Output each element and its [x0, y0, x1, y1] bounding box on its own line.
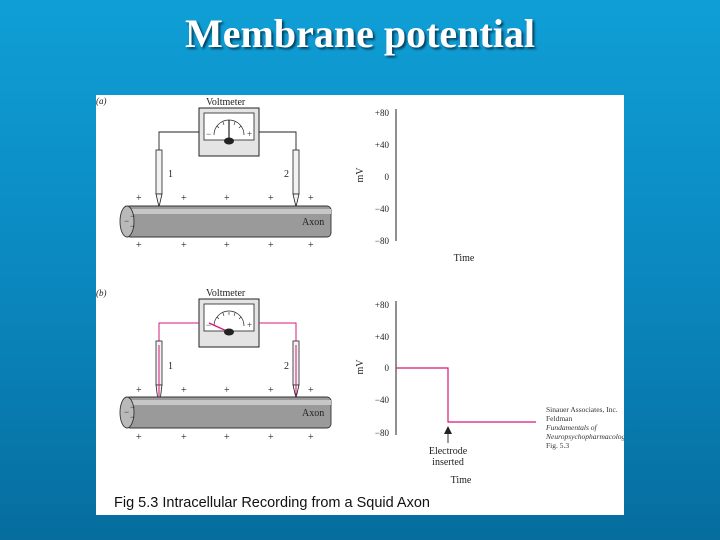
- meter-b-minus: −: [206, 320, 211, 330]
- charge-a-bot-3: +: [224, 240, 230, 251]
- graph-b-y-unit: mV: [355, 359, 366, 375]
- charge-b-bot-4: +: [268, 432, 274, 443]
- inside-b-2: −: [130, 412, 135, 422]
- charge-b-bot-2: +: [181, 432, 187, 443]
- charge-a-bot-4: +: [268, 240, 274, 251]
- electrode-b-2-label: 2: [284, 361, 289, 372]
- wire-b-2: [259, 322, 297, 341]
- wire-b-1: [158, 322, 199, 341]
- inside-b-3: −: [124, 407, 129, 417]
- axon-a-label: Axon: [302, 217, 324, 228]
- inside-a-1: −: [130, 211, 135, 221]
- graph-a-tick-1: +40: [375, 140, 390, 150]
- charge-b-top-5: +: [308, 385, 314, 396]
- axon-b-icon: [119, 396, 332, 429]
- charge-b-top-3: +: [224, 385, 230, 396]
- inside-a-2: −: [130, 221, 135, 231]
- credit-book-2: Neuropsychopharmacology: [545, 432, 624, 441]
- electrode-a-1-label: 1: [168, 169, 173, 180]
- meter-a-minus: −: [206, 129, 211, 139]
- charge-a-bot-2: +: [181, 240, 187, 251]
- axon-a-icon: [119, 205, 332, 238]
- inside-b-1: −: [130, 402, 135, 412]
- charge-a-top-1: +: [136, 193, 142, 204]
- graph-b-tick-1: +40: [375, 332, 390, 342]
- electrode-b-2-icon: [292, 340, 300, 399]
- electrode-inserted-arrow-icon: [444, 426, 452, 443]
- charge-b-top-2: +: [181, 385, 187, 396]
- voltmeter-b-label: Voltmeter: [206, 288, 246, 299]
- panel-a-label: (a): [96, 96, 107, 106]
- graph-a-y-unit: mV: [355, 167, 366, 183]
- figure-caption: Fig 5.3 Intracellular Recording from a S…: [114, 495, 430, 511]
- inside-a-3: −: [124, 216, 129, 226]
- wire-a-1: [158, 131, 199, 150]
- panel-b: (b) Voltmeter − +: [96, 288, 624, 486]
- charge-b-top-4: +: [268, 385, 274, 396]
- electrode-a-1-icon: [155, 149, 163, 208]
- figure-svg: (a) Voltmeter − +: [96, 96, 624, 486]
- electrode-a-2-icon: [292, 149, 300, 208]
- meter-b-plus: +: [247, 320, 252, 330]
- graph-a-tick-3: −40: [375, 204, 390, 214]
- charge-a-bot-1: +: [136, 240, 142, 251]
- graph-a-tick-0: +80: [375, 108, 390, 118]
- graph-b-x-label: Time: [451, 475, 472, 486]
- graph-a-tick-2: 0: [385, 172, 390, 182]
- graph-b-trace: [396, 367, 536, 423]
- credit-publisher: Sinauer Associates, Inc.: [546, 405, 618, 414]
- credit-fig: Fig. 5.3: [546, 441, 569, 450]
- panel-a: (a) Voltmeter − +: [96, 96, 475, 264]
- charge-a-top-2: +: [181, 193, 187, 204]
- graph-a-tick-4: −80: [375, 236, 390, 246]
- voltmeter-a-icon: [198, 107, 260, 157]
- charge-a-top-5: +: [308, 193, 314, 204]
- voltmeter-b-icon: [198, 298, 260, 348]
- voltmeter-a-label: Voltmeter: [206, 97, 246, 108]
- graph-b-tick-0: +80: [375, 300, 390, 310]
- charge-a-top-4: +: [268, 193, 274, 204]
- graph-b-marker-line1: Electrode: [429, 446, 468, 457]
- electrode-b-1-label: 1: [168, 361, 173, 372]
- charge-a-bot-5: +: [308, 240, 314, 251]
- graph-b-tick-2: 0: [385, 363, 390, 373]
- credit-book-1: Fundamentals of: [545, 423, 598, 432]
- charge-b-bot-1: +: [136, 432, 142, 443]
- meter-a-plus: +: [247, 129, 252, 139]
- credit-author: Feldman: [546, 414, 572, 423]
- graph-b-marker-line2: inserted: [432, 457, 464, 468]
- graph-b-tick-3: −40: [375, 395, 390, 405]
- charge-b-bot-3: +: [224, 432, 230, 443]
- figure-panel: (a) Voltmeter − +: [96, 95, 624, 515]
- graph-a-x-label: Time: [454, 253, 475, 264]
- electrode-a-2-label: 2: [284, 169, 289, 180]
- slide-title: Membrane potential: [185, 11, 535, 56]
- wire-a-2: [259, 131, 297, 150]
- graph-b-tick-4: −80: [375, 428, 390, 438]
- axon-b-label: Axon: [302, 408, 324, 419]
- charge-b-bot-5: +: [308, 432, 314, 443]
- charge-b-top-1: +: [136, 385, 142, 396]
- charge-a-top-3: +: [224, 193, 230, 204]
- panel-b-label: (b): [96, 288, 107, 298]
